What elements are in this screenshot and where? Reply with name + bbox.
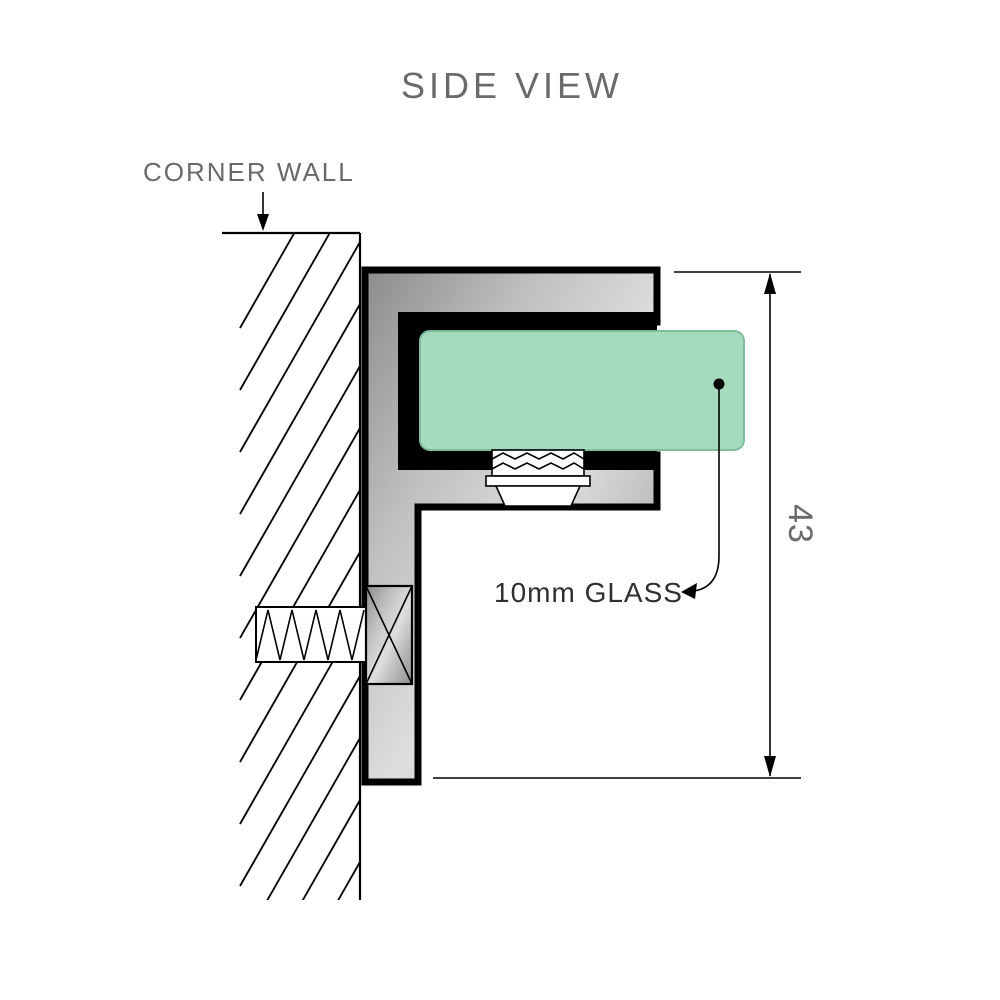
dimension-arrow-down	[764, 756, 776, 777]
corner-wall-callout: CORNER WALL	[143, 157, 355, 231]
screw-threads	[255, 609, 365, 661]
dimension-43: 43	[433, 271, 819, 779]
diagram-title: SIDE VIEW	[401, 65, 623, 106]
screw	[255, 584, 414, 686]
gasket-seal	[485, 449, 591, 507]
glass-callout: 10mm GLASS	[494, 378, 725, 608]
glass-label: 10mm GLASS	[494, 577, 683, 608]
dimension-arrow-up	[764, 273, 776, 294]
glass-panel	[419, 330, 745, 451]
wall-hatching	[239, 233, 360, 900]
corner-wall-arrow	[257, 214, 269, 231]
corner-wall	[222, 231, 362, 900]
leader-arrow	[681, 583, 697, 599]
corner-wall-label: CORNER WALL	[143, 157, 355, 187]
dimension-label: 43	[781, 504, 819, 544]
screw-head-cross-2	[365, 585, 413, 685]
leader-line	[693, 384, 720, 592]
